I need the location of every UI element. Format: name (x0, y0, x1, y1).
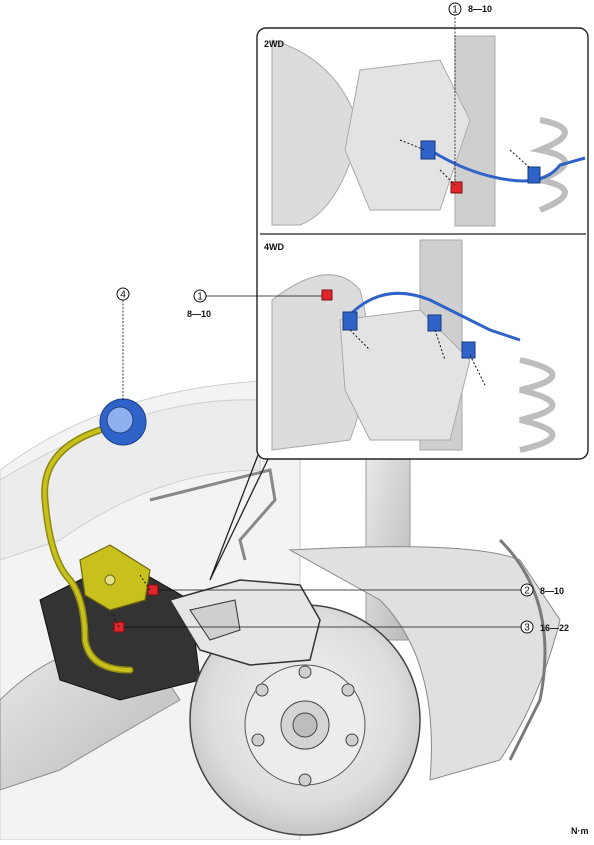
2wd-sensor (420, 140, 436, 160)
bracket-hole (104, 574, 116, 586)
main-view (0, 379, 561, 841)
4wd-spring (519, 357, 556, 453)
callout-1-4wd-circle (193, 289, 207, 303)
4wd-sensor-cable (343, 291, 521, 342)
2wd-dashes (399, 139, 531, 186)
install-lines (111, 574, 151, 628)
4wd-dashes (349, 329, 486, 386)
hub-bore (292, 712, 318, 738)
inset-pointer (209, 454, 271, 581)
2wd-sensor-cable (429, 148, 586, 183)
2wd-knuckle (344, 59, 471, 211)
callout-4-circle (116, 287, 130, 301)
callout-3-number: 3 (524, 623, 530, 634)
brake-hose-highlight (42, 428, 132, 672)
inset-label-2wd: 2WD (264, 39, 285, 49)
4wd-clip-b (461, 341, 476, 359)
fender-liner-edge (498, 538, 547, 761)
hose-bracket (79, 544, 151, 611)
wheel-bolt-holes (251, 665, 359, 787)
callout-2-number: 2 (524, 586, 530, 597)
callout-1-4wd-torque: 8—10 (187, 309, 211, 319)
callout-1-2wd-number: 1 (452, 5, 458, 16)
2wd-bolt (450, 181, 463, 194)
4wd-clip-a (427, 314, 442, 332)
callout-1-2wd-torque: 8—10 (468, 4, 492, 14)
callout-4-number: 4 (120, 290, 126, 301)
callout-3-torque: 16—22 (540, 623, 569, 633)
inset-2wd (271, 35, 586, 227)
inset-4wd (271, 239, 556, 453)
grommet-center (106, 406, 134, 434)
4wd-bolt (321, 289, 333, 301)
dust-shield (288, 546, 561, 781)
callout-1-2wd-circle (448, 2, 462, 16)
2wd-clip (527, 166, 541, 184)
callout-3-circle (520, 620, 534, 634)
callout-1-4wd-number: 1 (197, 292, 203, 303)
caliper-bracket (189, 599, 241, 641)
brake-caliper (168, 579, 321, 666)
callout-2-torque: 8—10 (540, 586, 564, 596)
callout-2-circle (520, 583, 534, 597)
units-label: N·m (571, 826, 589, 836)
callouts: 1 8—10 1 8—10 2 8—10 3 16—22 4 (116, 2, 569, 634)
4wd-knuckle (339, 309, 471, 441)
inset-label-4wd: 4WD (264, 242, 285, 252)
4wd-sensor (342, 311, 358, 331)
brake-pipe (149, 468, 277, 561)
